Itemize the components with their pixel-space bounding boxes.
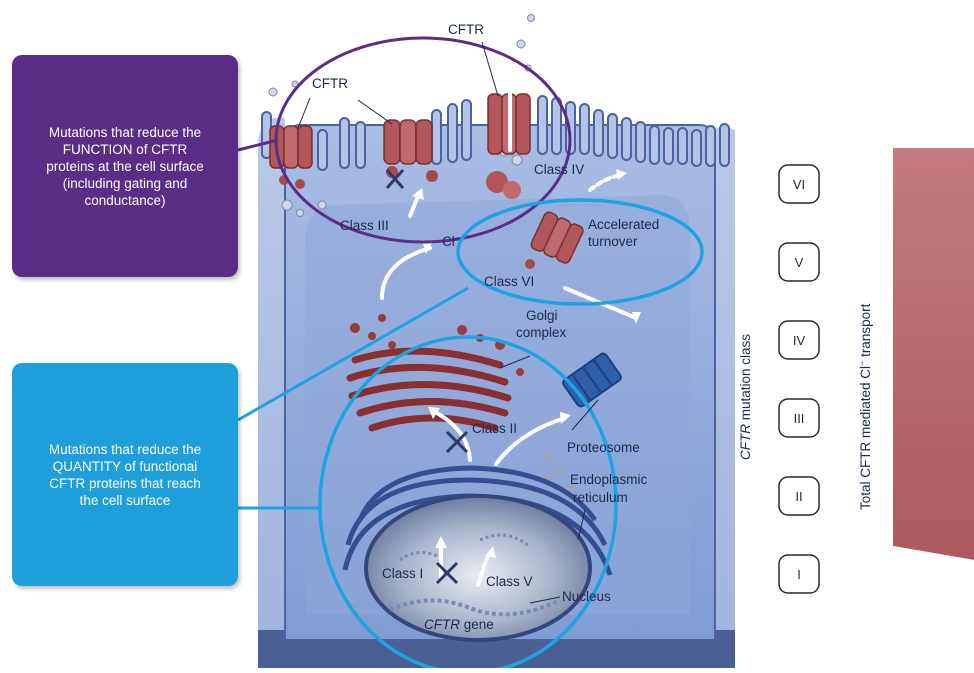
mutation-class-box: II bbox=[779, 477, 819, 515]
label-accelerated: Accelerated bbox=[588, 217, 659, 232]
cl-ion-charge: − bbox=[455, 233, 460, 243]
mutation-class-box: V bbox=[779, 243, 819, 281]
mutation-class-label: IV bbox=[793, 333, 806, 348]
mutation-class-box: VI bbox=[779, 165, 819, 203]
label-class-v: Class V bbox=[486, 574, 533, 589]
label-cftr-left: CFTR bbox=[312, 76, 348, 91]
transport-gradient-triangle bbox=[893, 148, 974, 560]
label-class-i: Class I bbox=[382, 566, 423, 581]
transport-label-prefix: Total CFTR mediated Cl bbox=[858, 366, 873, 510]
function-line-2: FUNCTION of CFTR bbox=[46, 141, 204, 158]
label-cftr-gene: CFTR gene bbox=[424, 617, 494, 632]
function-line-4: (including gating and bbox=[46, 175, 204, 192]
label-golgi: Golgi bbox=[526, 308, 558, 323]
transport-label-suffix: transport bbox=[858, 303, 873, 360]
mutation-class-label: I bbox=[797, 567, 801, 582]
mutation-class-box: III bbox=[779, 399, 819, 437]
label-class-vi: Class VI bbox=[484, 274, 534, 289]
gene-name: CFTR bbox=[424, 617, 460, 632]
function-callout-text: Mutations that reduce the FUNCTION of CF… bbox=[46, 124, 204, 209]
label-turnover: turnover bbox=[588, 234, 638, 249]
label-class-iv: Class IV bbox=[534, 162, 584, 177]
function-callout: Mutations that reduce the FUNCTION of CF… bbox=[12, 55, 238, 277]
mutation-class-label: III bbox=[794, 411, 805, 426]
mutation-class-label: V bbox=[795, 255, 804, 270]
label-nucleus: Nucleus bbox=[562, 589, 611, 604]
mutation-class-box: IV bbox=[779, 321, 819, 359]
mutation-class-label: II bbox=[795, 489, 802, 504]
axis-label-gene: CFTR bbox=[738, 424, 753, 460]
axis-label-rest: mutation class bbox=[738, 334, 753, 424]
mutation-class-box: I bbox=[779, 555, 819, 593]
gene-suffix: gene bbox=[460, 617, 494, 632]
transport-axis-label: Total CFTR mediated Cl− transport bbox=[857, 303, 873, 510]
label-golgi-complex: complex bbox=[516, 325, 567, 340]
label-reticulum: reticulum bbox=[573, 490, 628, 505]
label-endoplasmic: Endoplasmic bbox=[570, 472, 648, 487]
mutation-class-axis-label: CFTR mutation class bbox=[738, 334, 753, 460]
quantity-line-2: QUANTITY of functional bbox=[49, 458, 201, 475]
label-cftr-top: CFTR bbox=[448, 22, 484, 37]
cl-ion-symbol: Cl bbox=[442, 234, 455, 249]
label-class-iii: Class III bbox=[340, 218, 389, 233]
function-line-1: Mutations that reduce the bbox=[46, 124, 204, 141]
mutation-class-label: VI bbox=[793, 177, 805, 192]
quantity-line-3: CFTR proteins that reach bbox=[49, 475, 201, 492]
label-class-ii: Class II bbox=[472, 421, 517, 436]
quantity-callout-text: Mutations that reduce the QUANTITY of fu… bbox=[49, 441, 201, 509]
quantity-callout: Mutations that reduce the QUANTITY of fu… bbox=[12, 363, 238, 586]
quantity-line-1: Mutations that reduce the bbox=[49, 441, 201, 458]
function-line-5: conductance) bbox=[46, 192, 204, 209]
quantity-line-4: the cell surface bbox=[49, 492, 201, 509]
function-line-3: proteins at the cell surface bbox=[46, 158, 204, 175]
label-proteosome: Proteosome bbox=[567, 440, 640, 455]
